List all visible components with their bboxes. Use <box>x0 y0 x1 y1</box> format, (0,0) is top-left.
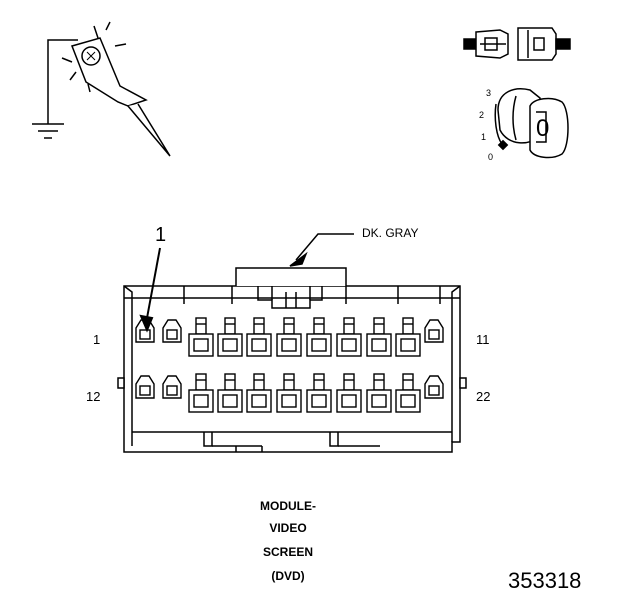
pin-number-top-left: 1 <box>93 332 101 347</box>
terminal-cavity <box>306 317 332 357</box>
ground-symbol-icon <box>32 123 64 139</box>
terminal-cavity <box>135 375 155 399</box>
key-position-1: 1 <box>481 132 487 142</box>
terminal-cavity <box>424 375 444 399</box>
terminal-cavity <box>336 373 362 413</box>
ignition-key-icon <box>494 88 569 159</box>
color-callout-label: DK. GRAY <box>362 226 419 240</box>
terminal-cavity <box>395 317 421 357</box>
terminal-cavity <box>188 373 214 413</box>
terminal-cavity <box>424 319 444 343</box>
terminal-cavity <box>246 373 272 413</box>
terminal-cavity <box>217 373 243 413</box>
pin-number-bottom-right: 22 <box>476 389 491 404</box>
terminal-cavity <box>188 317 214 357</box>
key-position-3: 3 <box>486 88 492 98</box>
terminal-cavity <box>217 317 243 357</box>
key-glyph: 0 <box>536 115 550 142</box>
terminal-cavity <box>246 317 272 357</box>
module-title-line-3: SCREEN <box>262 545 313 559</box>
test-light-probe-icon <box>47 21 171 157</box>
key-position-2: 2 <box>479 110 485 120</box>
figure-id: 353318 <box>508 568 582 593</box>
pin-1-pointer-line <box>139 247 161 333</box>
terminal-cavity <box>395 373 421 413</box>
terminal-cavity <box>306 373 332 413</box>
pin-1-pointer-label: 1 <box>155 224 167 246</box>
terminal-cavity <box>276 373 302 413</box>
terminal-cavity <box>366 373 392 413</box>
pin-number-top-right: 11 <box>476 332 490 347</box>
module-title-line-1: MODULE- <box>260 499 316 513</box>
terminal-cavity <box>366 317 392 357</box>
terminal-cavity <box>336 317 362 357</box>
terminal-cavity <box>162 319 182 343</box>
terminal-cavity <box>162 375 182 399</box>
key-position-0: 0 <box>488 152 494 162</box>
connector-disconnect-icon <box>463 27 571 61</box>
terminal-cavity <box>276 317 302 357</box>
pin-number-bottom-left: 12 <box>86 389 101 404</box>
connector-body <box>117 267 467 453</box>
module-title-line-2: VIDEO <box>269 521 307 535</box>
dk-gray-leader-line <box>289 233 354 267</box>
module-title-line-4: (DVD) <box>271 569 305 583</box>
